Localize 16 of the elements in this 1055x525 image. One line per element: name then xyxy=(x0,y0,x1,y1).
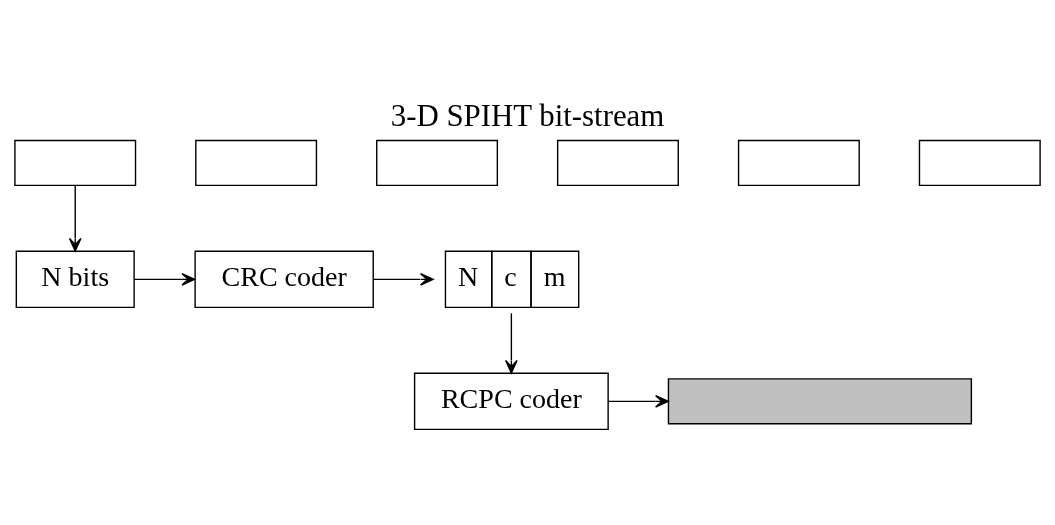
node-box: CRC coder xyxy=(194,250,374,309)
node-box xyxy=(195,139,318,187)
node-box: N bits xyxy=(15,250,135,309)
arrow xyxy=(133,272,196,286)
arrow xyxy=(505,312,518,374)
node-box xyxy=(918,139,1041,187)
diagram-title: 3-D SPIHT bit-stream xyxy=(390,98,665,133)
node-box xyxy=(556,139,679,187)
arrow xyxy=(372,272,434,286)
arrow xyxy=(607,394,669,408)
node-box: RCPC coder xyxy=(413,372,609,431)
node-box xyxy=(14,139,137,187)
arrow xyxy=(68,185,82,252)
node-box xyxy=(376,139,499,187)
node-bar xyxy=(667,378,973,425)
node-box xyxy=(737,139,860,187)
